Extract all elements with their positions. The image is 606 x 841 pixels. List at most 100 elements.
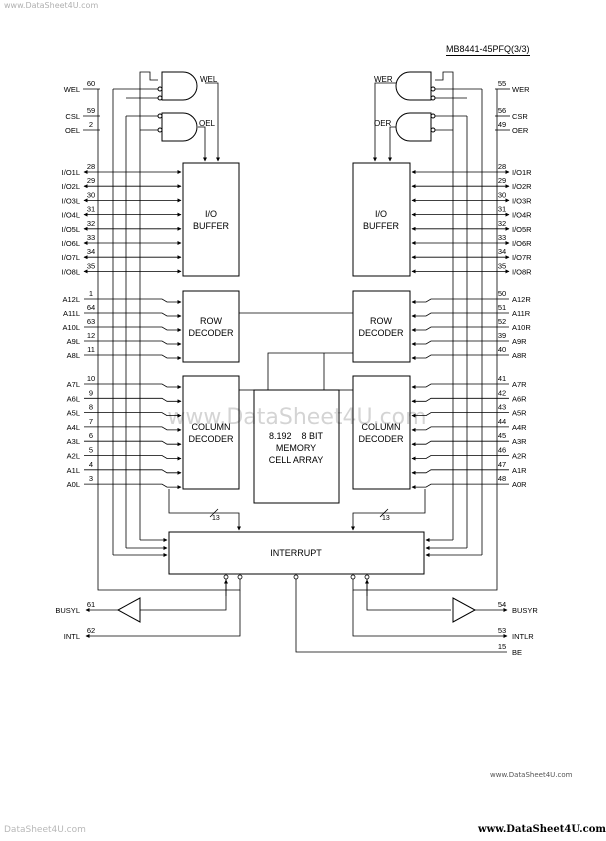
bus-width-left: 13 (212, 515, 220, 522)
pin-number-left: 61 (87, 600, 95, 609)
column-decoder-right-box (352, 375, 411, 490)
pin-name-left: A6L (67, 394, 80, 403)
pin-number-right: 28 (498, 162, 506, 171)
io-buffer-right-box (352, 162, 411, 277)
io-buffer-right-label-2: BUFFER (363, 221, 400, 231)
pin-name-left: I/O2L (62, 182, 80, 191)
and-gate-wel (161, 71, 198, 101)
pin-number-left: 60 (87, 79, 95, 88)
pin-number-right: 15 (498, 642, 506, 651)
gate-label-oel: OEL (199, 119, 216, 128)
pin-number-left: 28 (87, 162, 95, 171)
pin-number-left: 64 (87, 303, 95, 312)
pin-name-left: OEL (65, 126, 80, 135)
pin-number-right: 32 (498, 219, 506, 228)
pin-name-left: A8L (67, 351, 80, 360)
pin-name-right: A11R (512, 309, 531, 318)
addr-wire (411, 298, 509, 304)
pin-name-right: A12R (512, 295, 531, 304)
pin-number-right: 55 (498, 79, 506, 88)
addr-wire (84, 326, 182, 332)
pin-name-right: CSR (512, 112, 528, 121)
pin-number-right: 29 (498, 176, 506, 185)
addr-wire (411, 469, 509, 475)
pin-name-right: A5R (512, 409, 527, 418)
pin-number-left: 29 (87, 176, 95, 185)
pin-number-left: 4 (89, 460, 93, 469)
pin-name-right: I/O8R (512, 267, 532, 276)
io-buffer-left-label-2: BUFFER (193, 221, 230, 231)
watermark-top: www.DataSheet4U.com (4, 1, 99, 10)
column-decoder-left-label-2: DECODER (188, 434, 234, 444)
pin-number-right: 49 (498, 120, 506, 129)
pin-number-left: 32 (87, 219, 95, 228)
addr-wire (411, 383, 509, 389)
pin-name-right: BUSYR (512, 606, 538, 615)
pin-number-left: 62 (87, 626, 95, 635)
gate-label-wel: WEL (200, 75, 218, 84)
pin-number-left: 5 (89, 446, 93, 455)
pin-name-left: BUSYL (55, 606, 80, 615)
row-decoder-left-label-2: DECODER (188, 328, 234, 338)
addr-wire (84, 426, 182, 432)
pin-name-left: I/O4L (62, 211, 80, 220)
pin-number-left: 6 (89, 431, 93, 440)
interrupt-box (168, 531, 425, 575)
addr-wire (84, 483, 182, 490)
pin-number-left: 9 (89, 388, 93, 397)
pin-number-right: 31 (498, 205, 506, 214)
pin-name-left: A7L (67, 380, 80, 389)
watermark-center: www.DataSheet4U.com (167, 405, 426, 430)
pin-number-left: 35 (87, 261, 95, 270)
pin-number-left: 3 (89, 474, 93, 483)
busy-right-buffer (452, 597, 477, 623)
row-decoder-right-label-2: DECODER (358, 328, 404, 338)
pin-number-left: 31 (87, 205, 95, 214)
addr-wire (84, 397, 182, 404)
pin-name-right: A1R (512, 466, 527, 475)
row-decoder-left-label: ROW (200, 316, 223, 326)
pin-name-right: I/O1R (512, 168, 532, 177)
pin-name-right: A6R (512, 394, 527, 403)
pin-name-left: I/O7L (62, 253, 80, 262)
gate-label-oer: OER (374, 119, 392, 128)
pin-name-right: A7R (512, 380, 527, 389)
pin-name-right: I/O6R (512, 239, 532, 248)
busy-left-buffer (116, 597, 141, 623)
pin-name-right: I/O5R (512, 225, 532, 234)
pin-number-right: 53 (498, 626, 506, 635)
pin-number-left: 59 (87, 106, 95, 115)
pin-name-right: A4R (512, 423, 527, 432)
pin-name-left: A2L (67, 452, 80, 461)
pin-number-right: 51 (498, 303, 506, 312)
pin-name-left: A9L (67, 337, 80, 346)
pin-name-left: A5L (67, 409, 80, 418)
pin-name-right: A0R (512, 480, 527, 489)
pin-name-left: I/O1L (62, 168, 80, 177)
addr-wire (84, 440, 182, 447)
pin-number-right: 44 (498, 417, 506, 426)
pin-name-right: A8R (512, 351, 527, 360)
io-buffer-right-label: I/O (375, 209, 387, 219)
pin-name-left: I/O6L (62, 239, 80, 248)
addr-wire (84, 354, 182, 360)
pin-number-right: 41 (498, 374, 506, 383)
pin-number-right: 48 (498, 474, 506, 483)
addr-wire (411, 440, 509, 447)
pin-number-right: 45 (498, 431, 506, 440)
pin-name-left: A0L (67, 480, 80, 489)
column-decoder-left-label: COLUMN (191, 422, 230, 432)
addr-wire (411, 340, 509, 346)
addr-wire (84, 312, 182, 318)
pin-number-right: 35 (498, 261, 506, 270)
bus-width-right: 13 (382, 515, 390, 522)
row-decoder-right-box (352, 290, 411, 363)
memory-array-label-3: CELL ARRAY (269, 455, 324, 465)
pin-name-right: WER (512, 85, 530, 94)
pin-name-right: A2R (512, 452, 527, 461)
watermark-small: www.DataSheet4U.com (490, 771, 573, 779)
pin-number-right: 43 (498, 403, 506, 412)
addr-wire (84, 469, 182, 475)
pin-number-right: 42 (498, 388, 506, 397)
